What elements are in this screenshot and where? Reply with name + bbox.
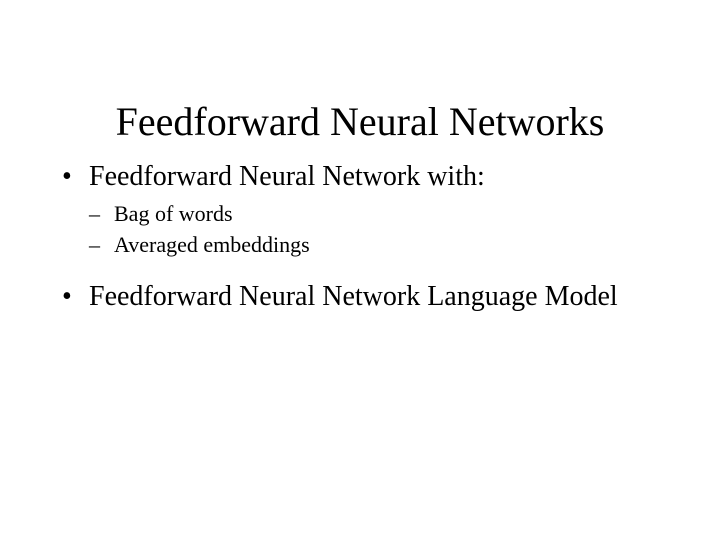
bullet-level2-item: – Bag of words bbox=[56, 199, 668, 229]
bullet-level1-item: • Feedforward Neural Network Language Mo… bbox=[56, 278, 634, 316]
slide-title: Feedforward Neural Networks bbox=[115, 98, 605, 144]
sub-bullet-list: – Bag of words – Averaged embeddings bbox=[56, 199, 668, 260]
bullet-dash-icon: – bbox=[89, 201, 100, 226]
spacer bbox=[56, 268, 668, 278]
slide-body: • Feedforward Neural Network with: – Bag… bbox=[56, 158, 668, 318]
bullet-level2-text: Averaged embeddings bbox=[114, 232, 310, 257]
bullet-level1-text: Feedforward Neural Network with: bbox=[89, 161, 485, 192]
bullet-dash-icon: – bbox=[89, 232, 100, 257]
bullet-level2-item: – Averaged embeddings bbox=[56, 230, 668, 260]
bullet-level1-item: • Feedforward Neural Network with: bbox=[56, 158, 634, 196]
bullet-dot-icon: • bbox=[62, 161, 72, 192]
bullet-level1-text: Feedforward Neural Network Language Mode… bbox=[89, 281, 618, 312]
bullet-dot-icon: • bbox=[62, 281, 72, 312]
bullet-level2-text: Bag of words bbox=[114, 201, 233, 226]
